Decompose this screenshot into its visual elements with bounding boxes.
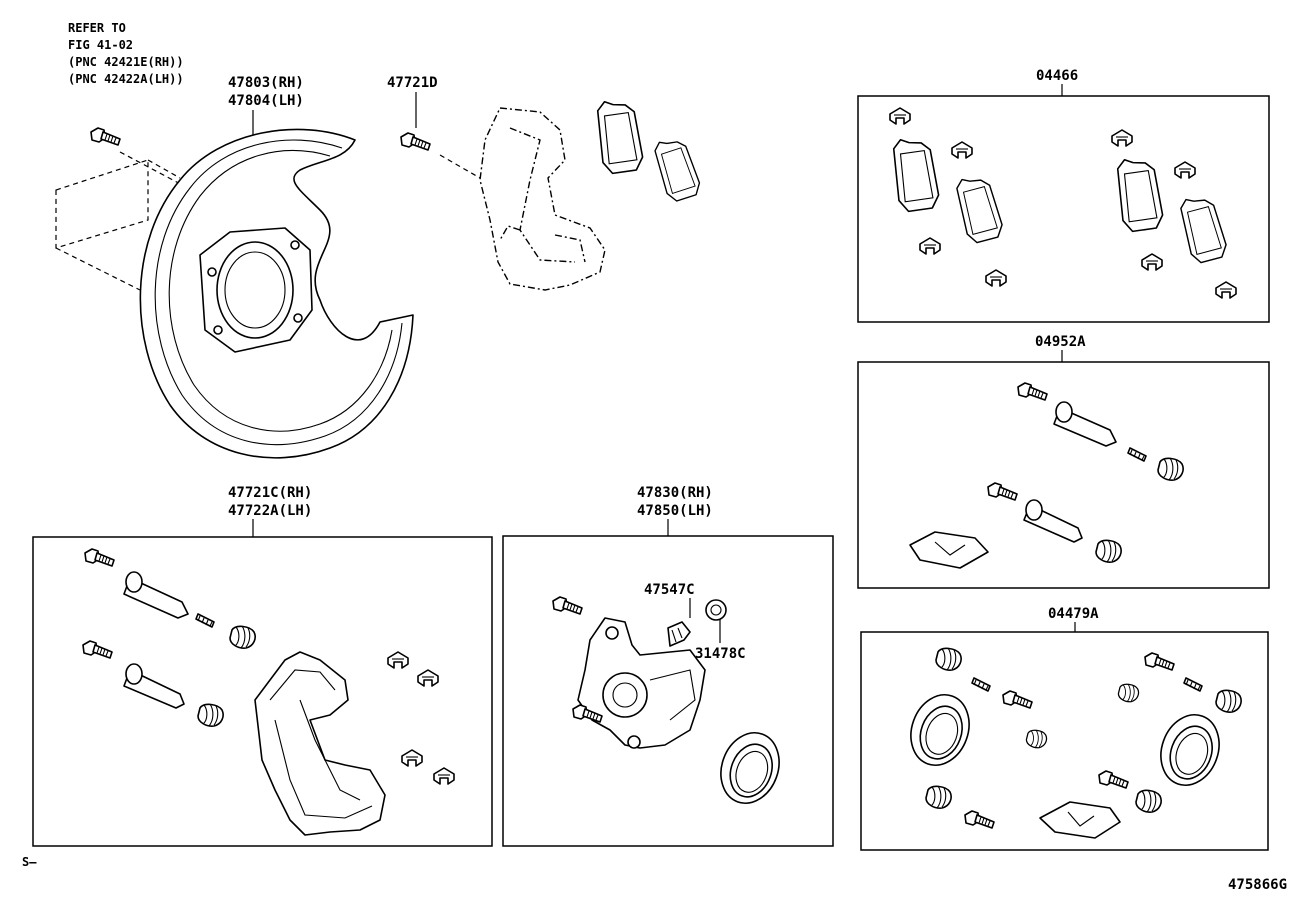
dust-cover-rh-label: 47803(RH)	[228, 75, 304, 91]
hub-reference-outline	[55, 151, 189, 291]
brake-pad-inner	[650, 133, 704, 204]
seal-kit-box	[860, 631, 1269, 851]
footer-mark: S–	[22, 855, 37, 869]
mounting-lh-label: 47722A(LH)	[228, 503, 312, 519]
refer-note-line-3: (PNC 42421E(RH))	[68, 55, 184, 69]
refer-note-line-2: FIG 41-02	[68, 38, 133, 52]
slide-kit-box	[857, 361, 1270, 589]
seal-kit-label: 04479A	[1048, 606, 1099, 622]
slide-kit-contents	[909, 382, 1184, 569]
refer-note-line-1: REFER TO	[68, 21, 126, 35]
bleeder-cap-label: 31478C	[695, 646, 746, 662]
caliper-rh-label: 47830(RH)	[637, 485, 713, 501]
slide-kit-label: 04952A	[1035, 334, 1086, 350]
caliper-mounting-outline	[479, 107, 606, 291]
refer-note-line-4: (PNC 42422A(LH))	[68, 72, 184, 86]
pad-kit-label: 04466	[1036, 68, 1078, 84]
caliper-lh-label: 47850(LH)	[637, 503, 713, 519]
brake-pad-outer	[593, 96, 646, 176]
caliper-kit-box	[502, 535, 834, 847]
bleeder-label: 47547C	[644, 582, 695, 598]
mounting-kit-box	[32, 536, 493, 847]
caliper-kit-contents	[552, 596, 790, 813]
mounting-rh-label: 47721C(RH)	[228, 485, 312, 501]
hub-bolt	[90, 127, 121, 146]
diagram-id: 475866G	[1228, 877, 1287, 893]
mounting-kit-contents	[82, 548, 455, 836]
seal-kit-contents	[900, 647, 1242, 839]
dust-cover-lh-label: 47804(LH)	[228, 93, 304, 109]
bolt-47721d	[400, 132, 431, 151]
pad-kit-contents	[889, 107, 1237, 299]
pad-kit-box	[857, 95, 1270, 323]
bolt-47721d-label: 47721D	[387, 75, 438, 91]
dust-cover	[139, 128, 414, 459]
